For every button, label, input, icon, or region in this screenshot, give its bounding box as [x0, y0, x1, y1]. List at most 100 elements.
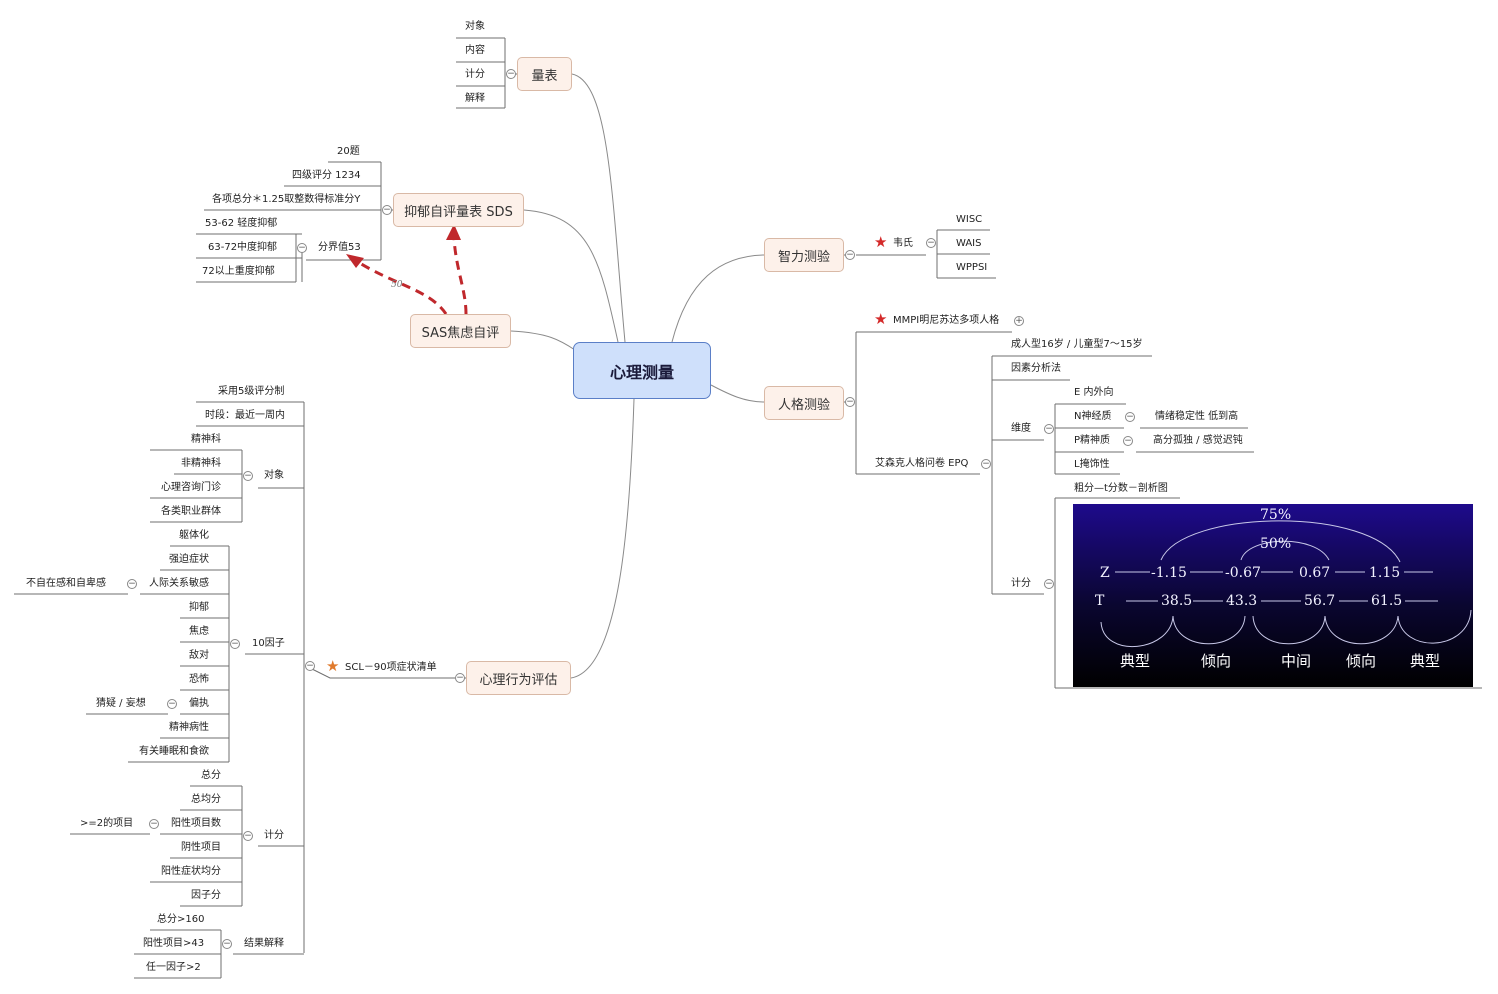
figure-t-1: 38.5 — [1161, 593, 1193, 609]
wechsler[interactable]: 韦氏 — [893, 238, 913, 249]
sds-item-formula: 各项总分＊1.25取整数得标准分Y — [212, 194, 361, 205]
figure-t-label: T — [1095, 593, 1105, 609]
collapse-toggle-icon[interactable]: − — [506, 69, 516, 79]
collapse-toggle-icon[interactable]: − — [981, 459, 991, 469]
figure-cat-2: 倾向 — [1201, 652, 1232, 670]
factor-depression: 抑郁 — [189, 602, 209, 613]
factor-sleep: 有关睡眠和食欲 — [139, 746, 209, 757]
collapse-toggle-icon[interactable]: − — [243, 471, 253, 481]
dimension-l: L掩饰性 — [1074, 459, 1110, 470]
result-factor: 任一因子>2 — [146, 962, 201, 973]
scoring-factor: 因子分 — [191, 890, 221, 901]
star-marker-icon: ★ — [874, 233, 888, 251]
factor-obsessive: 强迫症状 — [169, 554, 209, 565]
collapse-toggle-icon[interactable]: − — [845, 397, 855, 407]
epq-profile: 粗分—t分数－剖析图 — [1074, 483, 1168, 494]
figure-cat-5: 典型 — [1410, 652, 1441, 670]
dimension-e: E 内外向 — [1074, 387, 1114, 398]
interpersonal-sub: 不自在感和自卑感 — [26, 578, 106, 589]
star-marker-icon: ★ — [874, 310, 888, 328]
epq-profile-figure: 75% 50% Z -1.15 -0.67 0.67 1.15 T 38.5 4… — [1073, 504, 1473, 687]
collapse-toggle-icon[interactable]: − — [1044, 579, 1054, 589]
collapse-toggle-icon[interactable]: − — [455, 673, 465, 683]
scoring-mean: 总均分 — [191, 794, 221, 805]
collapse-toggle-icon[interactable]: − — [167, 699, 177, 709]
figure-cat-4: 倾向 — [1346, 652, 1377, 670]
factor-interpersonal[interactable]: 人际关系敏感 — [149, 578, 209, 589]
positive-sub: >=2的项目 — [80, 818, 134, 829]
sds-cutoff-mild: 53-62 轻度抑郁 — [205, 218, 278, 229]
collapse-toggle-icon[interactable]: − — [243, 831, 253, 841]
paranoid-sub: 猜疑 / 妄想 — [96, 698, 146, 709]
object-counseling: 心理咨询门诊 — [161, 482, 221, 493]
root-topic[interactable]: 心理测量 — [573, 342, 711, 399]
factor-anxiety: 焦虑 — [189, 626, 209, 637]
collapse-toggle-icon[interactable]: − — [926, 238, 936, 248]
scl-object[interactable]: 对象 — [264, 470, 284, 481]
scoring-negative: 阴性项目 — [181, 842, 221, 853]
arrow-label: 50 — [391, 280, 403, 290]
dimension-p-sub: 高分孤独 / 感觉迟钝 — [1153, 435, 1243, 446]
factor-phobia: 恐怖 — [189, 674, 209, 685]
figure-t-2: 43.3 — [1226, 593, 1258, 609]
collapse-toggle-icon[interactable]: − — [149, 819, 159, 829]
epq-age: 成人型16岁 / 儿童型7～15岁 — [1011, 339, 1143, 350]
collapse-toggle-icon[interactable]: − — [297, 243, 307, 253]
collapse-toggle-icon[interactable]: − — [845, 250, 855, 260]
epq-scoring[interactable]: 计分 — [1011, 578, 1031, 589]
sds-item-grading: 四级评分 1234 — [292, 170, 361, 181]
sds-cutoff-severe: 72以上重度抑郁 — [202, 266, 275, 277]
dimension-n[interactable]: N神经质 — [1074, 411, 1112, 422]
topic-behavior[interactable]: 心理行为评估 — [466, 661, 571, 695]
figure-z-4: 1.15 — [1369, 565, 1401, 581]
collapse-toggle-icon[interactable]: − — [1044, 424, 1054, 434]
object-non-psychiatry: 非精神科 — [181, 458, 221, 469]
scale-item-scoring: 计分 — [465, 69, 485, 80]
figure-z-2: -0.67 — [1225, 565, 1261, 581]
collapse-toggle-icon[interactable]: − — [1123, 436, 1133, 446]
figure-cat-1: 典型 — [1120, 652, 1151, 670]
epq[interactable]: 艾森克人格问卷 EPQ — [875, 458, 969, 469]
scoring-positive-count[interactable]: 阳性项目数 — [171, 818, 221, 829]
scl-result[interactable]: 结果解释 — [244, 938, 284, 949]
sds-cutoff[interactable]: 分界值53 — [318, 242, 361, 253]
collapse-toggle-icon[interactable]: − — [222, 939, 232, 949]
result-positive: 阳性项目>43 — [143, 938, 205, 949]
scl-factors[interactable]: 10因子 — [252, 638, 285, 649]
object-occupational: 各类职业群体 — [161, 506, 221, 517]
topic-intelligence[interactable]: 智力测验 — [764, 238, 844, 272]
epq-method: 因素分析法 — [1011, 363, 1061, 374]
factor-paranoid[interactable]: 偏执 — [189, 698, 209, 709]
scale-item-content: 内容 — [465, 45, 485, 56]
mmpi[interactable]: MMPI明尼苏达多项人格 — [893, 315, 1000, 326]
figure-t-3: 56.7 — [1304, 593, 1336, 609]
figure-pct-inner: 50% — [1260, 536, 1292, 552]
figure-z-3: 0.67 — [1299, 565, 1331, 581]
wechsler-wisc: WISC — [956, 214, 983, 225]
topic-scale[interactable]: 量表 — [517, 57, 572, 91]
epq-dimension[interactable]: 维度 — [1011, 423, 1031, 434]
expand-toggle-icon[interactable]: + — [1014, 316, 1024, 326]
dimension-p[interactable]: P精神质 — [1074, 435, 1111, 446]
topic-sds[interactable]: 抑郁自评量表 SDS — [393, 193, 524, 227]
collapse-toggle-icon[interactable]: − — [230, 639, 240, 649]
topic-personality[interactable]: 人格测验 — [764, 386, 844, 420]
star-marker-icon: ★ — [326, 657, 340, 675]
collapse-toggle-icon[interactable]: − — [127, 579, 137, 589]
collapse-toggle-icon[interactable]: − — [382, 205, 392, 215]
result-total: 总分>160 — [157, 914, 205, 925]
scl-scoring[interactable]: 计分 — [264, 830, 284, 841]
figure-pct-outer: 75% — [1260, 507, 1292, 523]
figure-t-4: 61.5 — [1371, 593, 1403, 609]
collapse-toggle-icon[interactable]: − — [305, 661, 315, 671]
factor-somatization: 躯体化 — [179, 530, 209, 541]
dimension-n-sub: 情绪稳定性 低到高 — [1155, 411, 1239, 422]
scale-item-explain: 解释 — [465, 93, 485, 104]
factor-hostility: 敌对 — [189, 650, 209, 661]
scl90[interactable]: SCL－90项症状清单 — [345, 662, 437, 673]
figure-z-label: Z — [1100, 565, 1110, 581]
scoring-total: 总分 — [201, 770, 221, 781]
topic-sas[interactable]: SAS焦虑自评 — [410, 314, 511, 348]
collapse-toggle-icon[interactable]: − — [1125, 412, 1135, 422]
